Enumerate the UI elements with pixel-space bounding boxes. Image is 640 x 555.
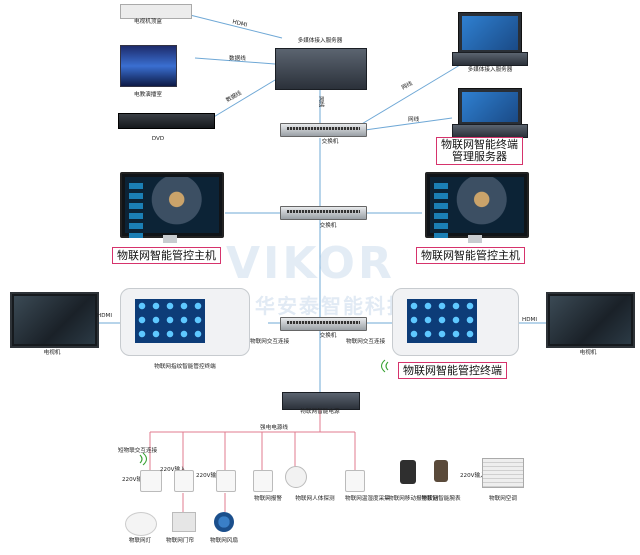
- sensor-label: 物联网人体探测: [295, 496, 335, 502]
- panel-left-caption: 物联网指纹智能管控终端: [154, 364, 216, 370]
- wireless-right-label: 物联网交互连接: [346, 339, 386, 345]
- lamp-switch: [140, 470, 162, 492]
- air-conditioner: [482, 458, 524, 488]
- watermark-logo: VIKOR: [226, 238, 395, 289]
- power-line-label: 强电电源线: [260, 425, 288, 431]
- multimedia-server-rack: [275, 48, 367, 90]
- alarm-device: [253, 470, 273, 492]
- watermark-text: 华安泰智能科技: [255, 294, 409, 318]
- aircon-label: 物联网空调: [489, 496, 517, 502]
- callout-host-right: 物联网智能管控主机: [416, 247, 525, 264]
- host-monitor-left: [120, 172, 224, 238]
- curtain-label: 物联网门帘: [166, 538, 194, 544]
- host-monitor-right-stand: [468, 235, 482, 243]
- mobile-alarm-button: [400, 460, 416, 484]
- tv-left: [10, 292, 99, 348]
- wireless-left-label: 物联网交互连接: [250, 339, 290, 345]
- tv-right-label: 电视机: [579, 350, 597, 356]
- temp-humidity-sensor: [345, 470, 365, 492]
- hdmi-left-label: HDMI: [97, 313, 112, 319]
- v220-c: 220V输入: [196, 473, 222, 479]
- tv-right: [546, 292, 635, 348]
- server-laptop-bottom: [458, 88, 522, 126]
- switch1-label: 交换机: [321, 139, 339, 145]
- watch-label: 物联网智能腕表: [421, 496, 461, 502]
- alarm-label: 物联网报警: [254, 496, 282, 502]
- temp-label: 物联网温湿度采集: [345, 496, 390, 502]
- terminal-right: [392, 288, 519, 356]
- server-laptop-top: [458, 12, 522, 54]
- dvd-player: [118, 113, 215, 129]
- switch-2: [280, 206, 367, 220]
- studio-label: 电教演播室: [134, 92, 162, 98]
- studio-image: [120, 45, 177, 87]
- dataline1-label: 数据线: [229, 56, 246, 62]
- wireless-bottom-label: 短物联交互连接: [118, 448, 158, 454]
- host-monitor-left-stand: [163, 235, 177, 243]
- curtain-icon: [172, 512, 196, 532]
- smart-power-unit: [282, 392, 360, 410]
- lamp-label: 物联网灯: [128, 538, 152, 544]
- switch3-label: 交换机: [319, 333, 337, 339]
- hdmi-right-label: HDMI: [522, 317, 537, 323]
- server-laptop-bottom-base: [452, 124, 528, 138]
- server-pc-label: 多媒体接入服务器: [467, 67, 513, 73]
- lamp-icon: [125, 512, 157, 536]
- switch-3: [280, 317, 367, 331]
- fingerprint-terminal-left: [120, 288, 250, 356]
- curtain-controller: [174, 470, 194, 492]
- callout-terminal-right: 物联网智能管控终端: [398, 362, 507, 379]
- stb-label: 电视机顶盒: [134, 19, 162, 25]
- motion-sensor: [285, 466, 307, 488]
- callout-host-left: 物联网智能管控主机: [112, 247, 221, 264]
- mobile-alarm-label: 物联网移动报警按钮: [388, 496, 439, 502]
- fan-icon: [214, 512, 234, 532]
- fan-controller: [216, 470, 236, 492]
- v220-b: 220V输入: [160, 467, 186, 473]
- host-monitor-right: [425, 172, 529, 238]
- server-laptop-top-base: [452, 52, 528, 66]
- smart-watch: [434, 460, 448, 482]
- dvd-label: DVD: [151, 136, 165, 142]
- v220-d: 220V输入: [460, 473, 486, 479]
- netline1-label: 网线: [317, 96, 324, 108]
- set-top-box: [120, 4, 192, 19]
- switch-1: [280, 123, 367, 137]
- server-label: 多媒体接入服务器: [297, 38, 343, 44]
- switch2-label: 交换机: [319, 223, 337, 229]
- fan-label: 物联网风扇: [210, 538, 238, 544]
- power-label: 物联网智能电源: [300, 409, 340, 415]
- netline3-label: 网线: [408, 117, 420, 123]
- v220-a: 220V输入: [122, 477, 148, 483]
- tv-left-label: 电视机: [43, 350, 61, 356]
- callout-mgmt-server: 物联网智能终端管理服务器: [436, 137, 523, 165]
